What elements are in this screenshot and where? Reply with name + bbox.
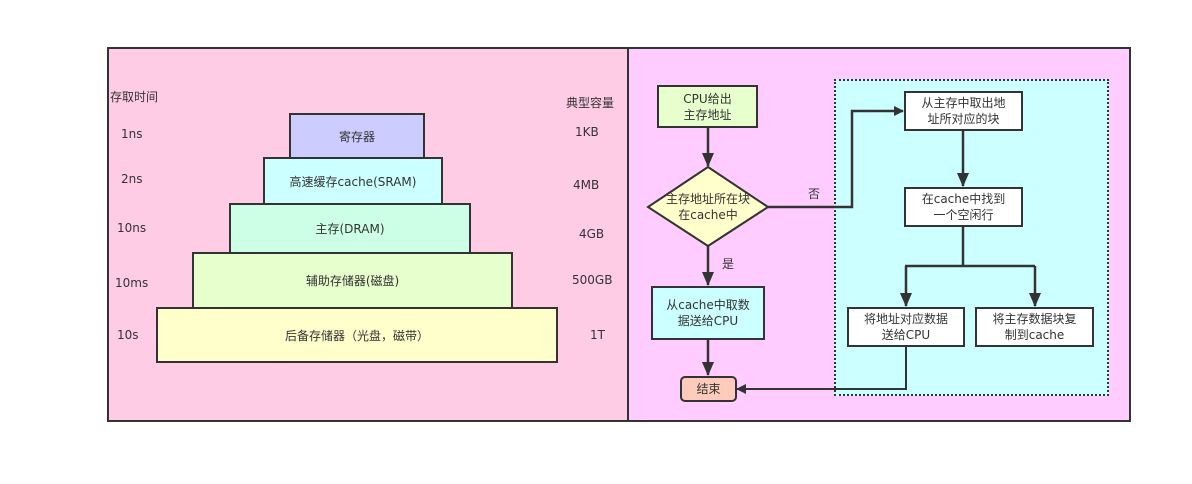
capacity-main-memory: 4GB (579, 227, 605, 241)
capacity-backup: 1T (590, 328, 605, 342)
capacity-header: 典型容量 (566, 96, 615, 110)
fetch-main-line1: 从主存中取出地 (921, 96, 1006, 110)
find-line-line1: 在cache中找到 (921, 192, 1006, 206)
tier-backup-storage: 后备存储器（光盘，磁带） (156, 307, 558, 363)
end-label: 结束 (696, 382, 721, 396)
fetch-from-cache-node: 从cache中取数据送给CPU (651, 286, 765, 340)
decision-line2: 在cache中 (678, 208, 738, 222)
fetch-main-line2: 址所对应的块 (927, 112, 1000, 126)
decision-line1: 主存地址所在块 (665, 192, 750, 206)
end-node: 结束 (680, 376, 737, 402)
send-cpu-line2: 送给CPU (881, 328, 931, 342)
tier-cache-sram: 高速缓存cache(SRAM) (263, 157, 443, 205)
arrow-no-to-fetch-main (768, 106, 904, 209)
access-time-cache: 2ns (121, 172, 143, 186)
fetch-from-main-memory-node: 从主存中取出地址所对应的块 (904, 91, 1023, 131)
decision-node: 主存地址所在块在cache中 (648, 190, 768, 224)
access-time-header: 存取时间 (110, 90, 159, 104)
send-cpu-line1: 将地址对应数据 (863, 312, 948, 326)
copy-block-line1: 将主存数据块复 (992, 312, 1077, 326)
send-data-to-cpu-node: 将地址对应数据送给CPU (847, 307, 965, 347)
start-node-line1: CPU给出 (683, 91, 732, 106)
access-time-register: 1ns (121, 127, 143, 141)
arrow-send-cpu-to-end (736, 346, 907, 394)
find-line-line2: 一个空闲行 (933, 208, 994, 222)
copy-block-line2: 制到cache (1004, 328, 1065, 342)
decision-diamond (646, 165, 770, 248)
access-time-main-memory: 10ns (117, 221, 147, 235)
fetch-cache-line2: 据送给CPU (677, 314, 739, 328)
capacity-register: 1KB (575, 125, 599, 139)
access-time-backup: 10s (117, 328, 139, 342)
start-node-line2: 主存地址 (683, 107, 732, 122)
access-time-disk: 10ms (115, 276, 149, 290)
yes-label: 是 (722, 257, 735, 271)
find-free-line-node: 在cache中找到一个空闲行 (904, 187, 1023, 227)
fetch-cache-line1: 从cache中取数 (666, 298, 750, 312)
copy-block-to-cache-node: 将主存数据块复制到cache (975, 307, 1094, 347)
no-label: 否 (808, 187, 821, 201)
capacity-disk: 500GB (572, 273, 613, 287)
start-node: CPU给出主存地址 (657, 85, 758, 128)
capacity-cache: 4MB (573, 178, 600, 192)
